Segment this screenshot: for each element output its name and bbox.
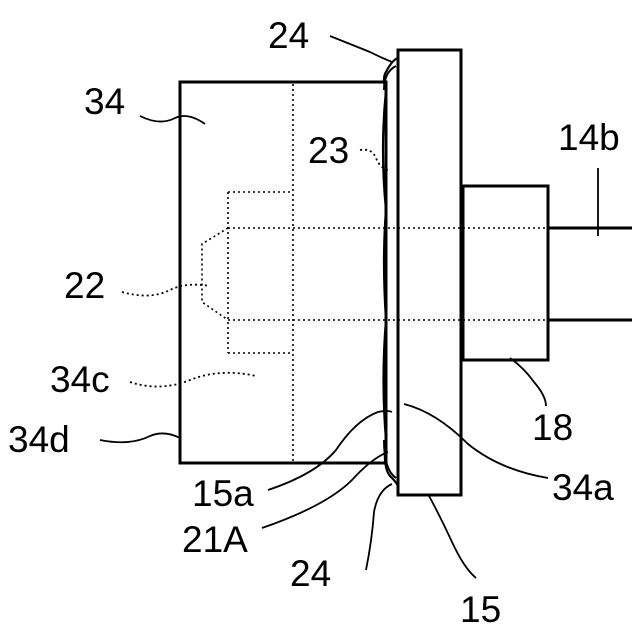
label-34a: 34a xyxy=(552,467,614,508)
leader-15 xyxy=(428,494,476,578)
label-22: 22 xyxy=(64,265,105,306)
label-14b: 14b xyxy=(558,117,620,158)
leader-15a xyxy=(268,411,392,490)
leader-22 xyxy=(122,285,210,296)
part-18 xyxy=(463,186,548,360)
label-34d: 34d xyxy=(8,419,70,460)
block-34 xyxy=(180,82,386,463)
label-24-top: 24 xyxy=(268,15,309,56)
label-34c: 34c xyxy=(50,359,110,400)
leader-24-top xyxy=(330,36,392,62)
label-18: 18 xyxy=(532,407,573,448)
leader-34 xyxy=(140,116,205,124)
label-23: 23 xyxy=(308,130,349,171)
label-21A: 21A xyxy=(182,519,248,560)
bolt-22-hidden-head xyxy=(228,192,293,353)
leader-34c xyxy=(130,373,256,387)
label-15: 15 xyxy=(460,589,501,630)
leader-24-bottom xyxy=(366,484,392,570)
leader-34d xyxy=(100,433,180,442)
bolt-22-hidden-body xyxy=(202,228,548,320)
label-24-bottom: 24 xyxy=(290,553,331,594)
leader-34a xyxy=(404,404,548,478)
leader-18 xyxy=(510,358,546,406)
label-15a: 15a xyxy=(192,473,254,514)
label-34: 34 xyxy=(84,81,125,122)
